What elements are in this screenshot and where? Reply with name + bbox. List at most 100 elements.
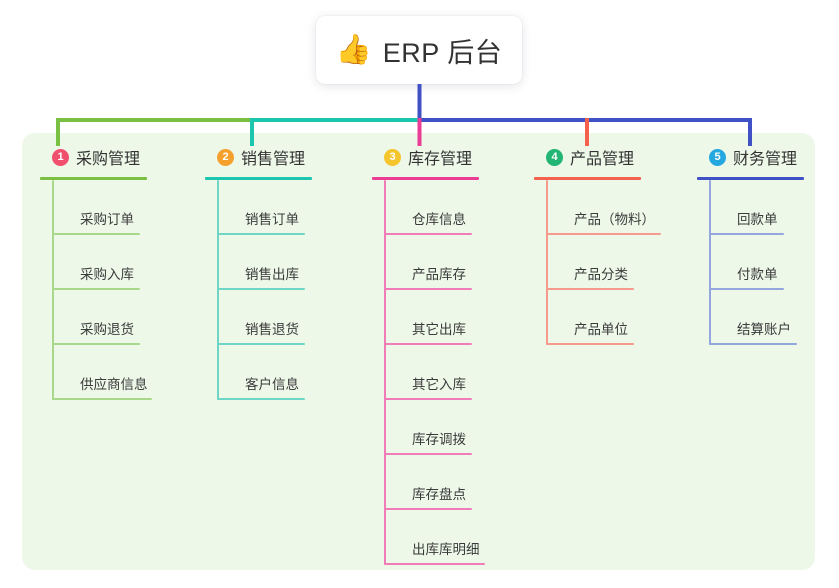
leaf-label: 产品库存 — [412, 267, 466, 282]
branch-column-4: 4 产品管理 产品（物料） 产品分类 产品单位 — [534, 145, 704, 345]
leaf-underline — [52, 398, 152, 400]
leaf-node[interactable]: 产品单位 — [546, 290, 704, 345]
branch-badge-1: 1 — [52, 148, 69, 166]
branch-underline-4 — [534, 177, 641, 180]
branch-badge-3: 3 — [384, 148, 401, 166]
leaf-node[interactable]: 仓库信息 — [384, 180, 542, 235]
leaf-underline — [52, 343, 140, 345]
leaf-label: 采购入库 — [80, 267, 134, 282]
leaf-node[interactable]: 回款单 — [709, 180, 837, 235]
branch-column-5: 5 财务管理 回款单 付款单 结算账户 — [697, 145, 837, 345]
leaf-underline — [709, 233, 784, 235]
branch-spine-4 — [546, 180, 548, 345]
leaf-underline — [384, 288, 472, 290]
leaf-underline — [384, 508, 472, 510]
leaf-underline — [384, 233, 472, 235]
leaf-underline — [709, 288, 784, 290]
leaf-underline — [546, 343, 634, 345]
branch-title-1: 采购管理 — [76, 151, 141, 168]
leaf-node[interactable]: 产品（物料） — [546, 180, 704, 235]
leaf-label: 采购退货 — [80, 322, 134, 337]
leaf-label: 销售订单 — [245, 212, 299, 227]
branch-leaf-list-2: 销售订单 销售出库 销售退货 客户信息 — [217, 180, 365, 400]
leaf-underline — [217, 288, 305, 290]
branch-title-5: 财务管理 — [733, 151, 798, 168]
leaf-node[interactable]: 供应商信息 — [52, 345, 200, 400]
branch-spine-3 — [384, 180, 386, 565]
branch-leaf-list-4: 产品（物料） 产品分类 产品单位 — [546, 180, 704, 345]
leaf-node[interactable]: 销售订单 — [217, 180, 365, 235]
branch-header-2[interactable]: 2 销售管理 — [205, 145, 365, 169]
leaf-underline — [217, 343, 305, 345]
leaf-label: 采购订单 — [80, 212, 134, 227]
leaf-underline — [384, 453, 472, 455]
leaf-label: 产品分类 — [574, 267, 628, 282]
leaf-node[interactable]: 结算账户 — [709, 290, 837, 345]
branch-column-3: 3 库存管理 仓库信息 产品库存 其它出库 其它入库 库存调拨 — [372, 145, 542, 565]
leaf-node[interactable]: 库存盘点 — [384, 455, 542, 510]
leaf-label: 供应商信息 — [80, 377, 148, 392]
leaf-node[interactable]: 客户信息 — [217, 345, 365, 400]
branch-column-1: 1 采购管理 采购订单 采购入库 采购退货 供应商信息 — [40, 145, 200, 400]
leaf-underline — [217, 398, 305, 400]
leaf-label: 出库库明细 — [412, 542, 480, 557]
branch-title-3: 库存管理 — [408, 151, 473, 168]
branch-underline-3 — [372, 177, 479, 180]
leaf-underline — [52, 233, 140, 235]
branch-underline-2 — [205, 177, 312, 180]
leaf-label: 产品（物料） — [574, 212, 655, 227]
branch-spine-1 — [52, 180, 54, 400]
branch-underline-5 — [697, 177, 804, 180]
branch-header-3[interactable]: 3 库存管理 — [372, 145, 542, 169]
branch-badge-4: 4 — [546, 148, 563, 166]
leaf-label: 结算账户 — [737, 322, 791, 337]
leaf-label: 销售退货 — [245, 322, 299, 337]
leaf-label: 销售出库 — [245, 267, 299, 282]
branch-leaf-list-3: 仓库信息 产品库存 其它出库 其它入库 库存调拨 库存盘点 — [384, 180, 542, 565]
branch-title-4: 产品管理 — [570, 151, 635, 168]
leaf-label: 付款单 — [737, 267, 778, 282]
branch-badge-2: 2 — [217, 148, 234, 166]
branch-underline-1 — [40, 177, 147, 180]
leaf-node[interactable]: 付款单 — [709, 235, 837, 290]
branch-spine-5 — [709, 180, 711, 345]
leaf-label: 回款单 — [737, 212, 778, 227]
leaf-underline — [546, 233, 661, 235]
branch-column-2: 2 销售管理 销售订单 销售出库 销售退货 客户信息 — [205, 145, 365, 400]
branch-leaf-list-1: 采购订单 采购入库 采购退货 供应商信息 — [52, 180, 200, 400]
branch-header-5[interactable]: 5 财务管理 — [697, 145, 837, 169]
leaf-node[interactable]: 采购订单 — [52, 180, 200, 235]
branch-spine-2 — [217, 180, 219, 400]
thumbs-up-icon: 👍 — [335, 33, 372, 66]
leaf-label: 客户信息 — [245, 377, 299, 392]
branch-badge-5: 5 — [709, 148, 726, 166]
root-node-card[interactable]: 👍 ERP 后台 — [316, 16, 522, 84]
leaf-label: 产品单位 — [574, 322, 628, 337]
leaf-label: 仓库信息 — [412, 212, 466, 227]
branch-header-4[interactable]: 4 产品管理 — [534, 145, 704, 169]
leaf-node[interactable]: 采购退货 — [52, 290, 200, 345]
branch-title-2: 销售管理 — [241, 151, 306, 168]
leaf-underline — [384, 563, 485, 565]
leaf-node[interactable]: 产品分类 — [546, 235, 704, 290]
leaf-label: 库存盘点 — [412, 487, 466, 502]
leaf-label: 库存调拨 — [412, 432, 466, 447]
leaf-node[interactable]: 其它出库 — [384, 290, 542, 345]
diagram-panel — [22, 133, 815, 570]
leaf-node[interactable]: 采购入库 — [52, 235, 200, 290]
leaf-label: 其它入库 — [412, 377, 466, 392]
leaf-label: 其它出库 — [412, 322, 466, 337]
branch-leaf-list-5: 回款单 付款单 结算账户 — [709, 180, 837, 345]
leaf-node[interactable]: 产品库存 — [384, 235, 542, 290]
leaf-underline — [546, 288, 634, 290]
leaf-node[interactable]: 出库库明细 — [384, 510, 542, 565]
leaf-node[interactable]: 销售退货 — [217, 290, 365, 345]
leaf-underline — [709, 343, 797, 345]
leaf-node[interactable]: 其它入库 — [384, 345, 542, 400]
leaf-underline — [384, 398, 472, 400]
root-node-label: ERP 后台 — [382, 37, 503, 68]
branch-header-1[interactable]: 1 采购管理 — [40, 145, 200, 169]
leaf-node[interactable]: 库存调拨 — [384, 400, 542, 455]
leaf-node[interactable]: 销售出库 — [217, 235, 365, 290]
